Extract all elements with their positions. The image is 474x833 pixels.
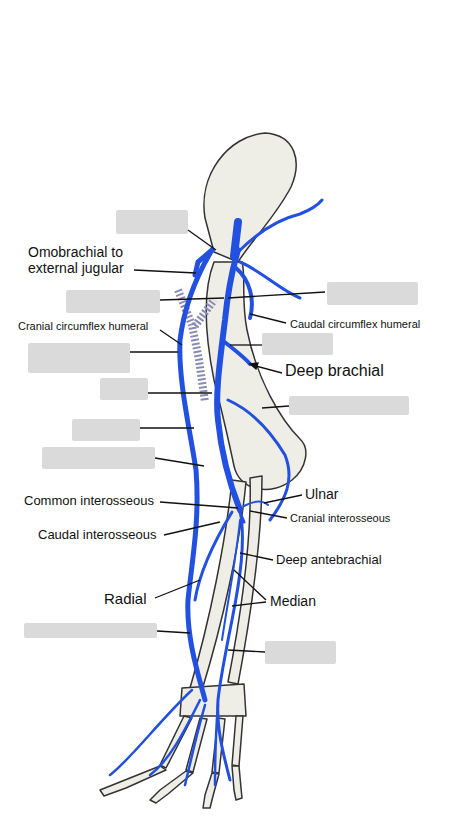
- leader-line: [134, 270, 196, 273]
- vein: [150, 700, 200, 775]
- leader-line: [148, 392, 212, 393]
- arrowhead: [250, 363, 258, 369]
- vein: [222, 520, 240, 640]
- blank-box: [265, 641, 336, 664]
- leader-line: [250, 314, 286, 323]
- leader-line: [160, 298, 224, 300]
- blank-box: [327, 282, 418, 305]
- leader-line: [160, 502, 238, 508]
- leader-line: [262, 406, 289, 408]
- blank-box: [289, 396, 409, 415]
- leader-line: [250, 511, 287, 518]
- vein: [215, 705, 218, 785]
- vein-label: Cranial circumflex humeral: [18, 320, 148, 333]
- leader-line: [164, 522, 220, 535]
- blank-box: [66, 290, 160, 313]
- vein: [228, 400, 289, 520]
- vein-label: Deep brachial: [285, 362, 384, 380]
- blank-box: [116, 210, 188, 234]
- vein-label: Radial: [104, 590, 147, 607]
- vein-label: Ulnar: [305, 486, 338, 502]
- leader-line: [228, 292, 325, 298]
- blank-box: [100, 378, 148, 400]
- leader-line: [155, 580, 200, 598]
- leader-line: [234, 570, 266, 600]
- median-vein: [218, 510, 243, 780]
- vein-label: Deep antebrachial: [276, 553, 382, 568]
- blank-box: [24, 623, 157, 638]
- vein: [236, 268, 252, 318]
- vein-label: Median: [270, 593, 316, 609]
- blank-box: [28, 343, 130, 373]
- vein-label: Cranial interosseous: [290, 512, 390, 525]
- leader-line: [240, 553, 273, 560]
- vein-label: Omobrachial to external jugular: [28, 244, 146, 276]
- leader-line: [188, 230, 216, 250]
- vein: [238, 508, 244, 522]
- vein: [185, 705, 205, 785]
- blank-box: [42, 447, 155, 469]
- vein-label: Caudal interosseous: [38, 528, 157, 543]
- metacarpal: [232, 716, 243, 766]
- leader-line: [155, 458, 204, 466]
- bones: [100, 133, 306, 808]
- brachial-vein: [217, 250, 240, 510]
- leader-line: [230, 344, 262, 345]
- vein: [222, 340, 250, 364]
- leader-line: [264, 495, 302, 503]
- leader-line: [228, 650, 265, 652]
- digit: [232, 766, 242, 800]
- digit: [203, 773, 219, 808]
- leader-line: [140, 427, 194, 428]
- leader-line: [157, 631, 190, 633]
- carpus: [180, 684, 246, 716]
- vein: [238, 200, 322, 252]
- veins: [110, 200, 322, 785]
- leader-lines: [130, 230, 325, 652]
- vein: [195, 250, 212, 275]
- vein: [110, 690, 192, 775]
- vein-label: Common interosseous: [24, 494, 154, 509]
- blank-box: [262, 333, 333, 355]
- radial-vein: [195, 512, 232, 600]
- leader-line: [130, 351, 178, 352]
- vein: [244, 501, 268, 506]
- vein-label: Caudal circumflex humeral: [290, 318, 420, 331]
- leader-line: [160, 330, 182, 345]
- blank-box: [72, 419, 140, 441]
- leader-line: [232, 602, 266, 606]
- blank-label-boxes: [24, 210, 418, 664]
